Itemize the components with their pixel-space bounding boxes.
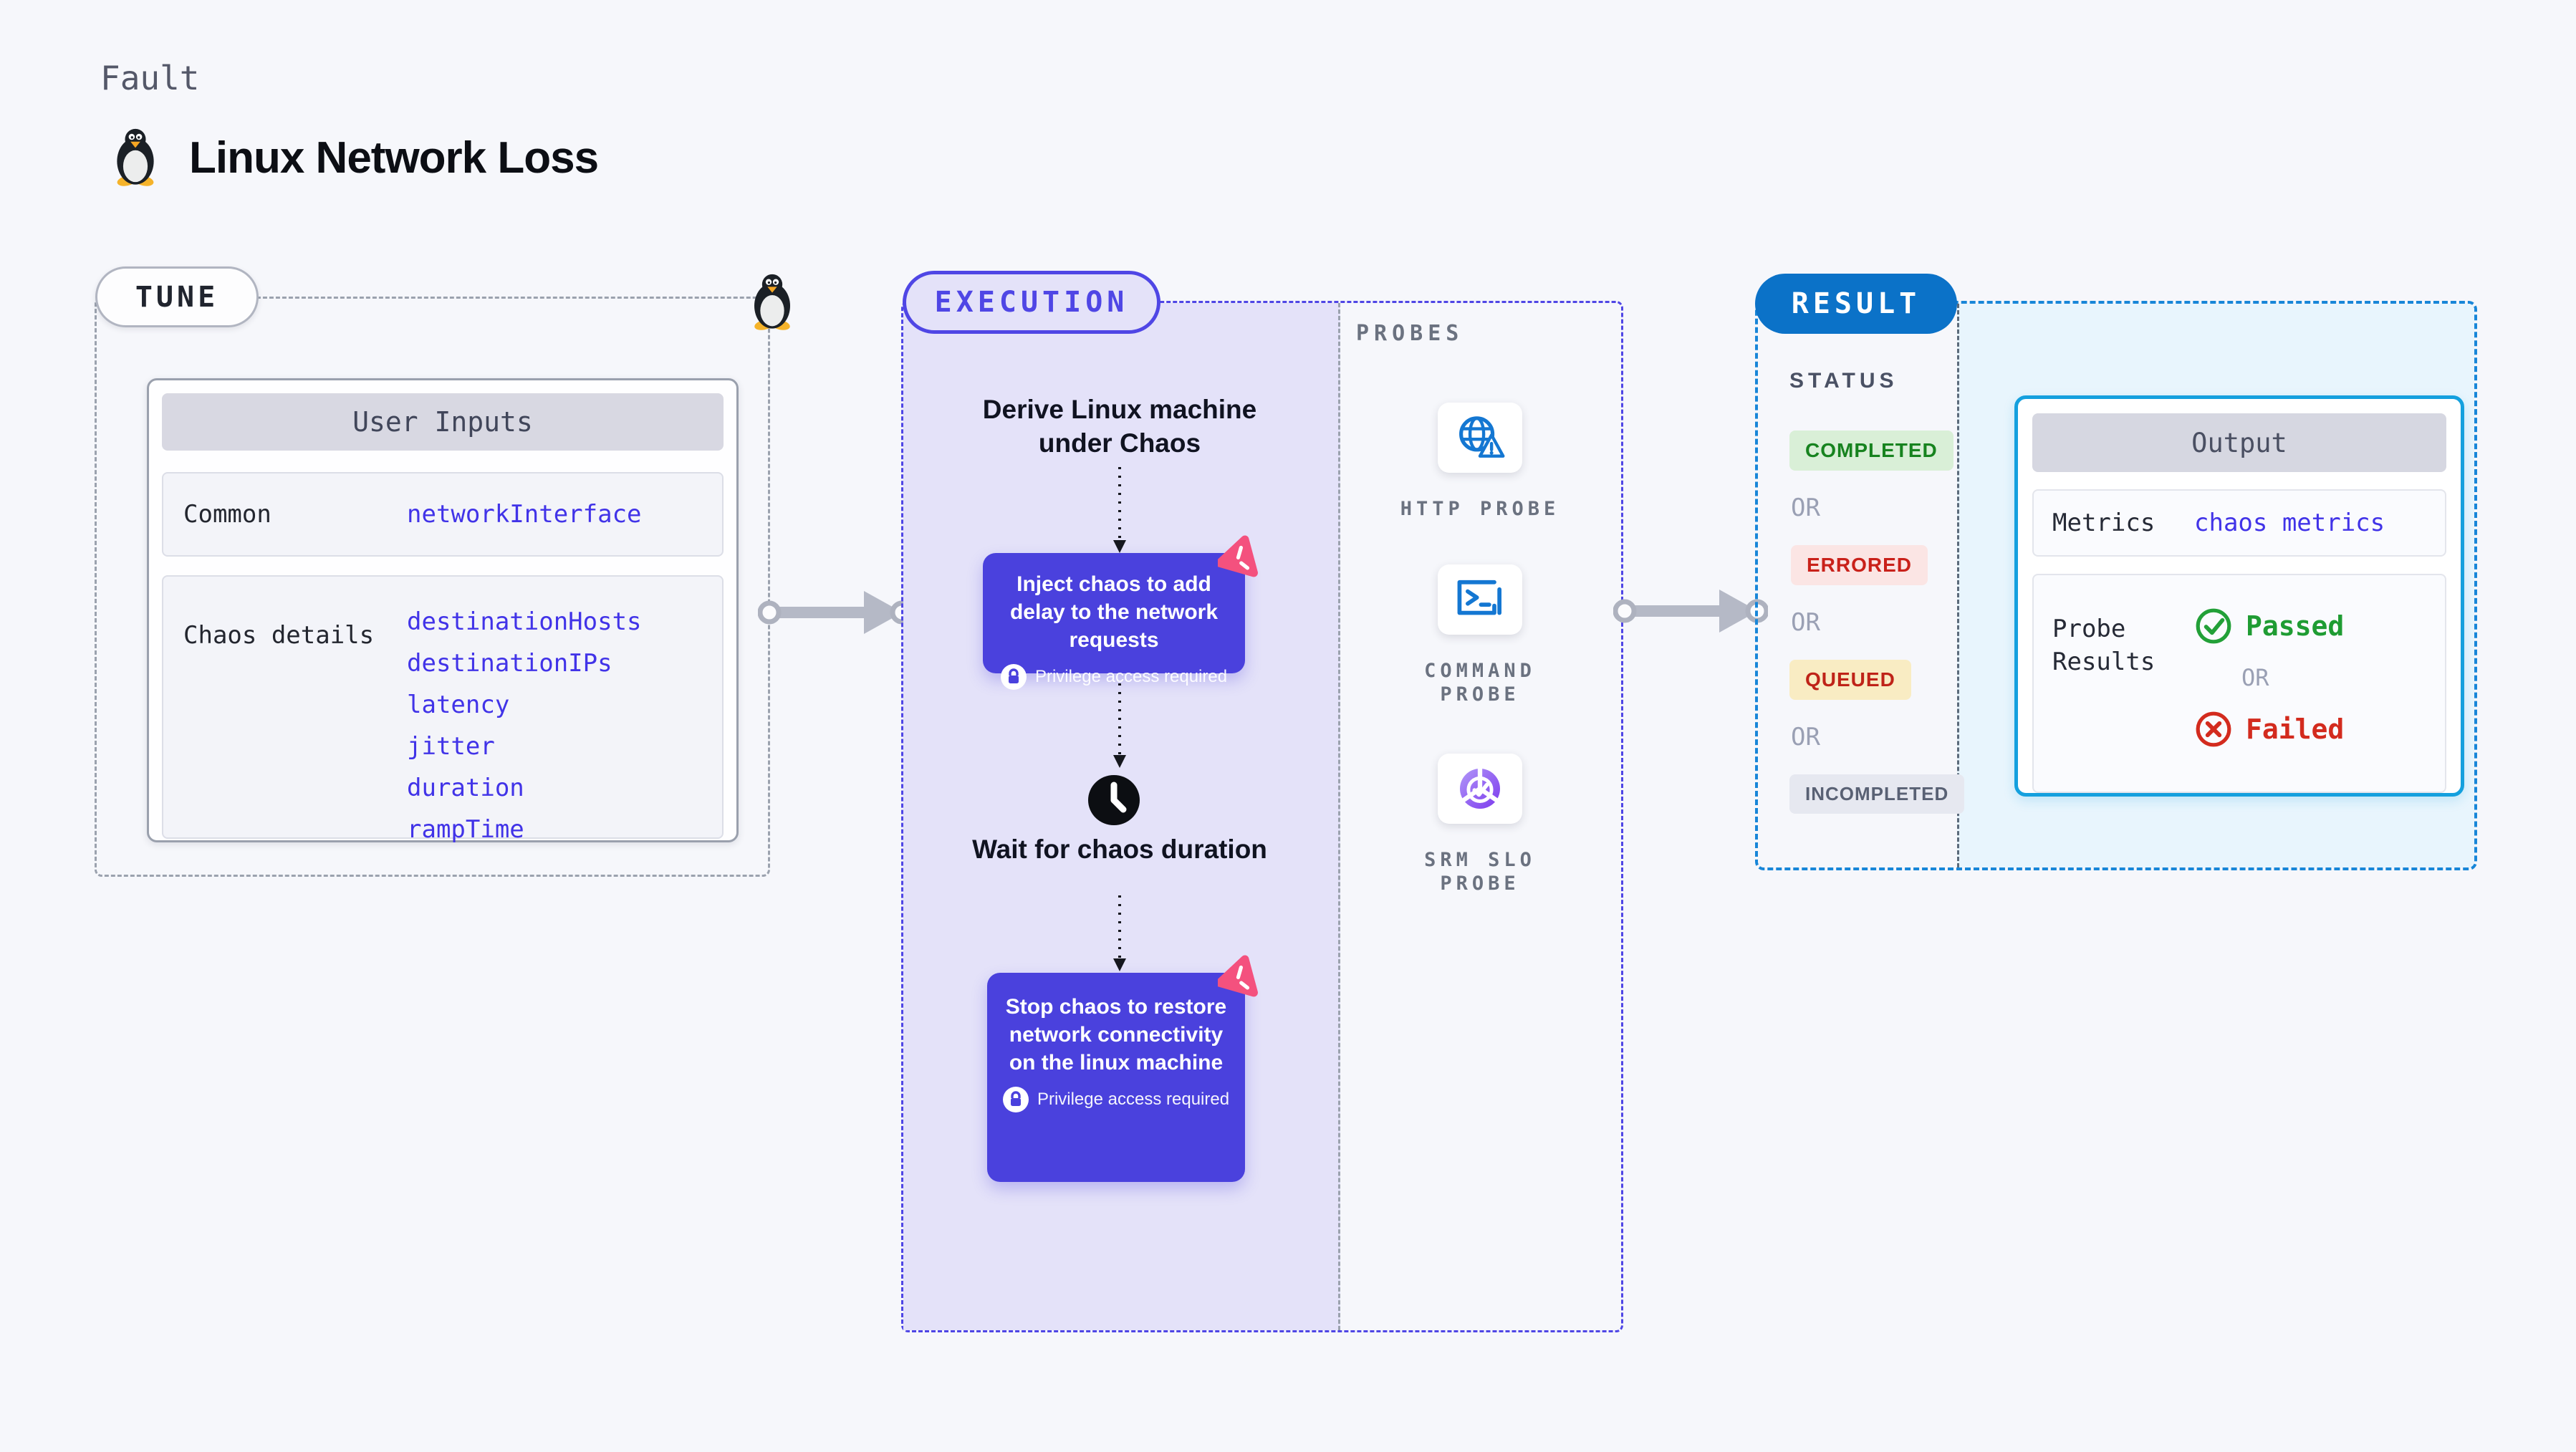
wait-step-text: Wait for chaos duration bbox=[972, 835, 1267, 864]
probe-results-row: Probe Results Passed OR Faile bbox=[2032, 574, 2446, 793]
or-separator: OR bbox=[1791, 494, 1820, 522]
chaos-icon bbox=[1218, 954, 1262, 999]
probe-card bbox=[1438, 403, 1522, 473]
status-column: STATUS COMPLETED OR ERRORED OR QUEUED OR… bbox=[1789, 369, 1965, 814]
lock-icon bbox=[1002, 1087, 1029, 1112]
probe-card bbox=[1438, 754, 1522, 824]
tune-pill: TUNE bbox=[95, 266, 259, 327]
check-circle-icon bbox=[2196, 608, 2231, 644]
input-row-chaos-details: Chaos details destinationHosts destinati… bbox=[162, 575, 724, 844]
stop-step-text: Stop chaos to restore network connectivi… bbox=[1005, 995, 1227, 1074]
or-separator: OR bbox=[1791, 723, 1820, 751]
x-circle-icon bbox=[2196, 711, 2231, 747]
result-pill: RESULT bbox=[1755, 274, 1957, 334]
probe-name: HTTP PROBE bbox=[1400, 498, 1560, 520]
privilege-note: Privilege access required bbox=[983, 664, 1245, 690]
linux-penguin-icon bbox=[753, 274, 792, 332]
probe-failed: Failed bbox=[2194, 710, 2344, 749]
linux-penguin-icon bbox=[116, 128, 155, 188]
input-value: jitter bbox=[407, 732, 495, 761]
flow-arrow-down bbox=[1113, 683, 1126, 768]
input-row-label: Chaos details bbox=[183, 621, 375, 650]
output-card: Output Metrics chaos metrics Probe Resul… bbox=[2014, 395, 2464, 797]
probe-name: COMMAND PROBE bbox=[1424, 660, 1536, 706]
probe-srm-slo: SRM SLO PROBE bbox=[1380, 754, 1580, 895]
derive-step-text: Derive Linux machine under Chaos bbox=[982, 395, 1257, 458]
privilege-note: Privilege access required bbox=[987, 1087, 1245, 1112]
status-badge-queued: QUEUED bbox=[1789, 660, 1911, 700]
inject-step-text: Inject chaos to add delay to the network… bbox=[1009, 572, 1219, 652]
input-row-common: Common networkInterface bbox=[162, 472, 724, 557]
probe-name: SRM SLO PROBE bbox=[1424, 849, 1536, 895]
terminal-icon bbox=[1457, 580, 1501, 615]
failed-text: Failed bbox=[2246, 713, 2345, 745]
slo-pie-check-icon bbox=[1458, 765, 1501, 809]
metrics-label: Metrics bbox=[2052, 509, 2156, 537]
globe-alert-icon bbox=[1459, 416, 1505, 458]
probe-card bbox=[1438, 564, 1522, 635]
probe-passed: Passed bbox=[2194, 607, 2344, 645]
stop-chaos-step: Stop chaos to restore network connectivi… bbox=[987, 973, 1245, 1182]
user-inputs-header: User Inputs bbox=[162, 393, 724, 451]
probe-results-values: Passed OR Failed bbox=[2194, 575, 2344, 749]
status-badge-errored: ERRORED bbox=[1791, 545, 1928, 585]
flow-arrow-down bbox=[1113, 895, 1126, 971]
flow-arrow-down bbox=[1113, 467, 1126, 553]
input-row-label: Common bbox=[183, 500, 271, 529]
tune-section bbox=[95, 297, 770, 877]
chaos-icon bbox=[1218, 534, 1262, 579]
output-header: Output bbox=[2032, 413, 2446, 472]
probe-http: HTTP PROBE bbox=[1380, 403, 1580, 521]
status-badge-completed: COMPLETED bbox=[1789, 431, 1953, 471]
page-title: Linux Network Loss bbox=[189, 133, 599, 183]
execution-to-result-arrow bbox=[1613, 590, 1768, 633]
status-list: COMPLETED OR ERRORED OR QUEUED OR INCOMP… bbox=[1789, 431, 1965, 814]
user-inputs-card: User Inputs Common networkInterface Chao… bbox=[147, 378, 739, 844]
tune-to-execution-arrow bbox=[758, 591, 913, 634]
clock-icon bbox=[1088, 775, 1140, 825]
page-title-row: Linux Network Loss bbox=[106, 120, 599, 195]
metrics-value: chaos metrics bbox=[2194, 509, 2385, 537]
probe-results-label: Probe Results bbox=[2052, 615, 2156, 676]
input-value: destinationHosts bbox=[407, 607, 642, 636]
execution-pill: EXECUTION bbox=[903, 271, 1160, 334]
input-value: networkInterface bbox=[407, 500, 642, 529]
input-value: destinationIPs bbox=[407, 649, 612, 678]
status-badge-incompleted: INCOMPLETED bbox=[1789, 774, 1965, 814]
inject-chaos-step: Inject chaos to add delay to the network… bbox=[983, 553, 1245, 690]
status-label: STATUS bbox=[1789, 369, 1898, 393]
input-values-list: destinationHosts destinationIPs latency … bbox=[407, 577, 642, 850]
input-value: rampTime bbox=[407, 815, 524, 844]
or-separator: OR bbox=[1791, 608, 1820, 637]
privilege-note-text: Privilege access required bbox=[1037, 1090, 1230, 1109]
probe-command: COMMAND PROBE bbox=[1380, 564, 1580, 706]
probes-label: PROBES bbox=[1356, 321, 1464, 346]
input-value: latency bbox=[407, 691, 510, 719]
input-value: duration bbox=[407, 774, 524, 802]
privilege-note-text: Privilege access required bbox=[1034, 667, 1228, 686]
or-separator: OR bbox=[2241, 664, 2269, 691]
metrics-row: Metrics chaos metrics bbox=[2032, 489, 2446, 557]
passed-text: Passed bbox=[2246, 610, 2345, 642]
lock-icon bbox=[1000, 664, 1027, 690]
fault-kicker: Fault bbox=[100, 59, 200, 97]
